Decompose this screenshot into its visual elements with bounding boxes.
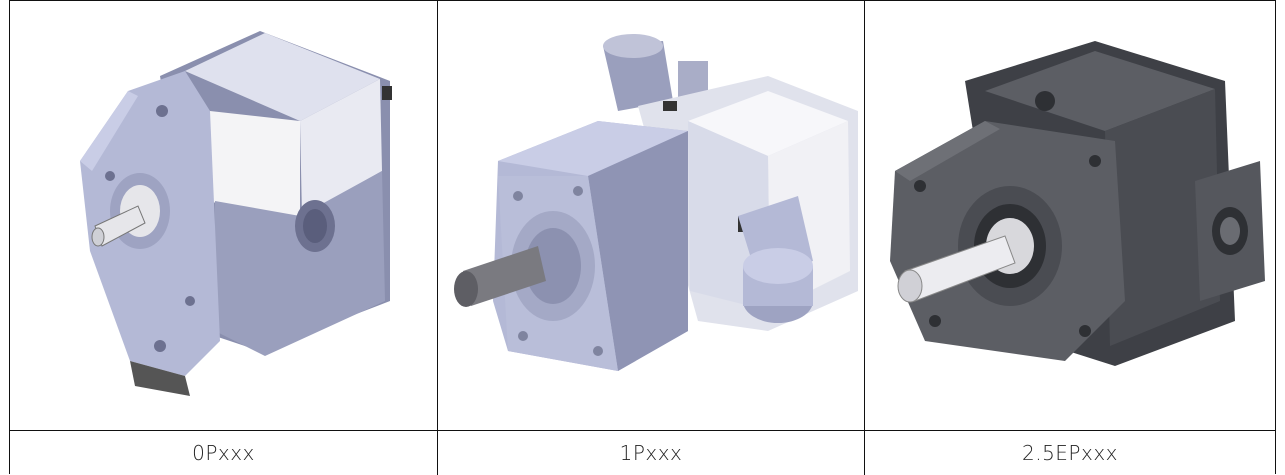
product-label-cell-0p: 0Pxxx [10,431,438,475]
product-label-0p: 0Pxxx [192,441,255,465]
gear-pump-0p-image [80,31,392,396]
gear-pump-25ep-image [890,41,1265,366]
gear-pump-1p-image [454,34,858,371]
product-label-cell-25ep: 2.5EPxxx [865,431,1275,475]
product-image-cell-0p [10,1,438,431]
product-image-cell-1p [438,1,865,431]
product-label-25ep: 2.5EPxxx [1021,441,1118,465]
product-label-1p: 1Pxxx [619,441,683,465]
product-table: 0Pxxx 1Pxxx 2.5EPxxx [9,0,1276,475]
product-image-cell-25ep [865,1,1275,431]
product-label-cell-1p: 1Pxxx [438,431,865,475]
